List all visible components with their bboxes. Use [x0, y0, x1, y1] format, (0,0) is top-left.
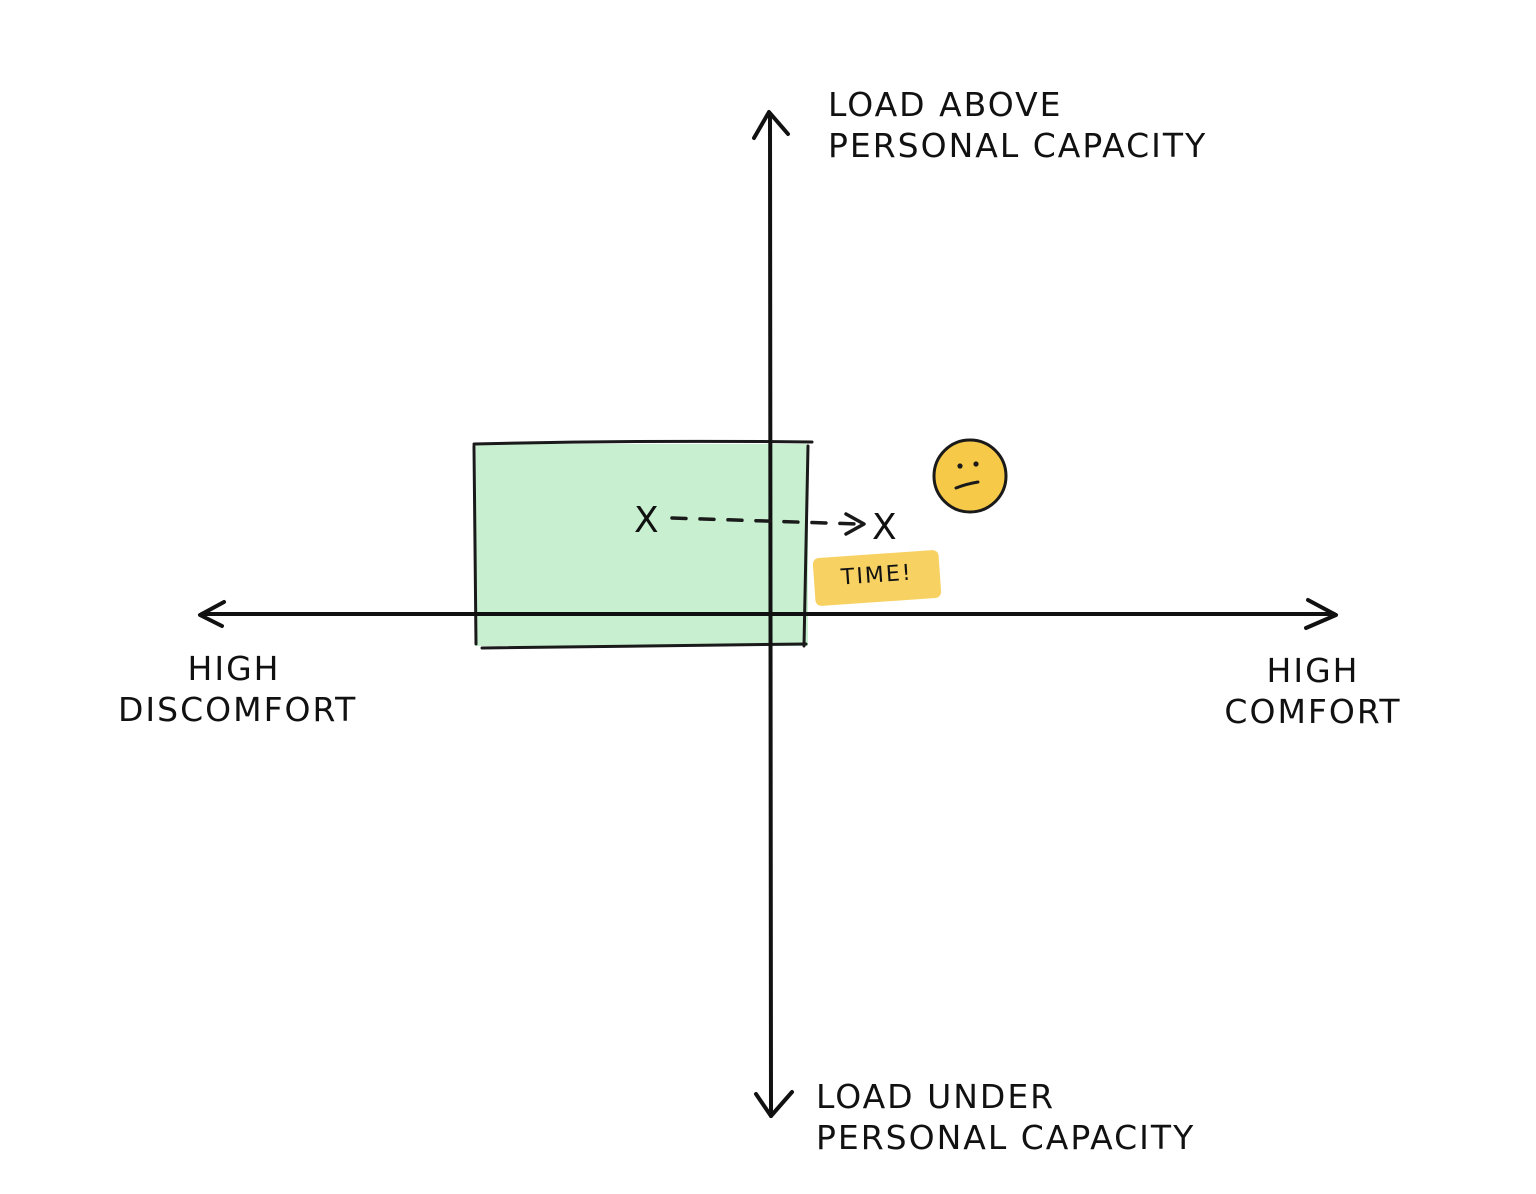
- left-arrowhead: [198, 600, 226, 628]
- right-axis-label-line-2: COMFORT: [1224, 692, 1402, 732]
- down-arrowhead: [754, 1090, 794, 1118]
- movement-arrowhead: [844, 512, 866, 536]
- top-axis-label-line-2: PERSONAL CAPACITY: [828, 126, 1208, 166]
- left-axis-label-line-1: HIGH: [187, 649, 281, 688]
- time-tag: TIME!: [812, 549, 942, 607]
- right-axis-label-line-1: HIGH: [1266, 651, 1360, 690]
- left-axis-label: HIGH DISCOMFORT: [118, 648, 358, 731]
- vertical-axis: [752, 110, 794, 1118]
- top-axis-label: LOAD ABOVE PERSONAL CAPACITY: [828, 84, 1207, 167]
- bottom-axis-label-line-2: PERSONAL CAPACITY: [816, 1118, 1196, 1158]
- right-axis-label: HIGH COMFORT: [1218, 650, 1408, 733]
- comfort-zone-border: [472, 439, 814, 650]
- movement-arrow: [670, 512, 866, 536]
- bottom-axis-label-line-1: LOAD UNDER: [816, 1077, 1056, 1116]
- start-marker: X: [634, 500, 659, 541]
- up-arrowhead: [752, 110, 790, 140]
- bottom-axis-label: LOAD UNDER PERSONAL CAPACITY: [816, 1076, 1195, 1159]
- top-axis-label-line-1: LOAD ABOVE: [828, 85, 1063, 124]
- end-marker: X: [872, 507, 897, 548]
- right-arrowhead: [1304, 598, 1338, 630]
- neutral-face-icon: [932, 438, 1008, 514]
- left-axis-label-line-2: DISCOMFORT: [118, 690, 358, 730]
